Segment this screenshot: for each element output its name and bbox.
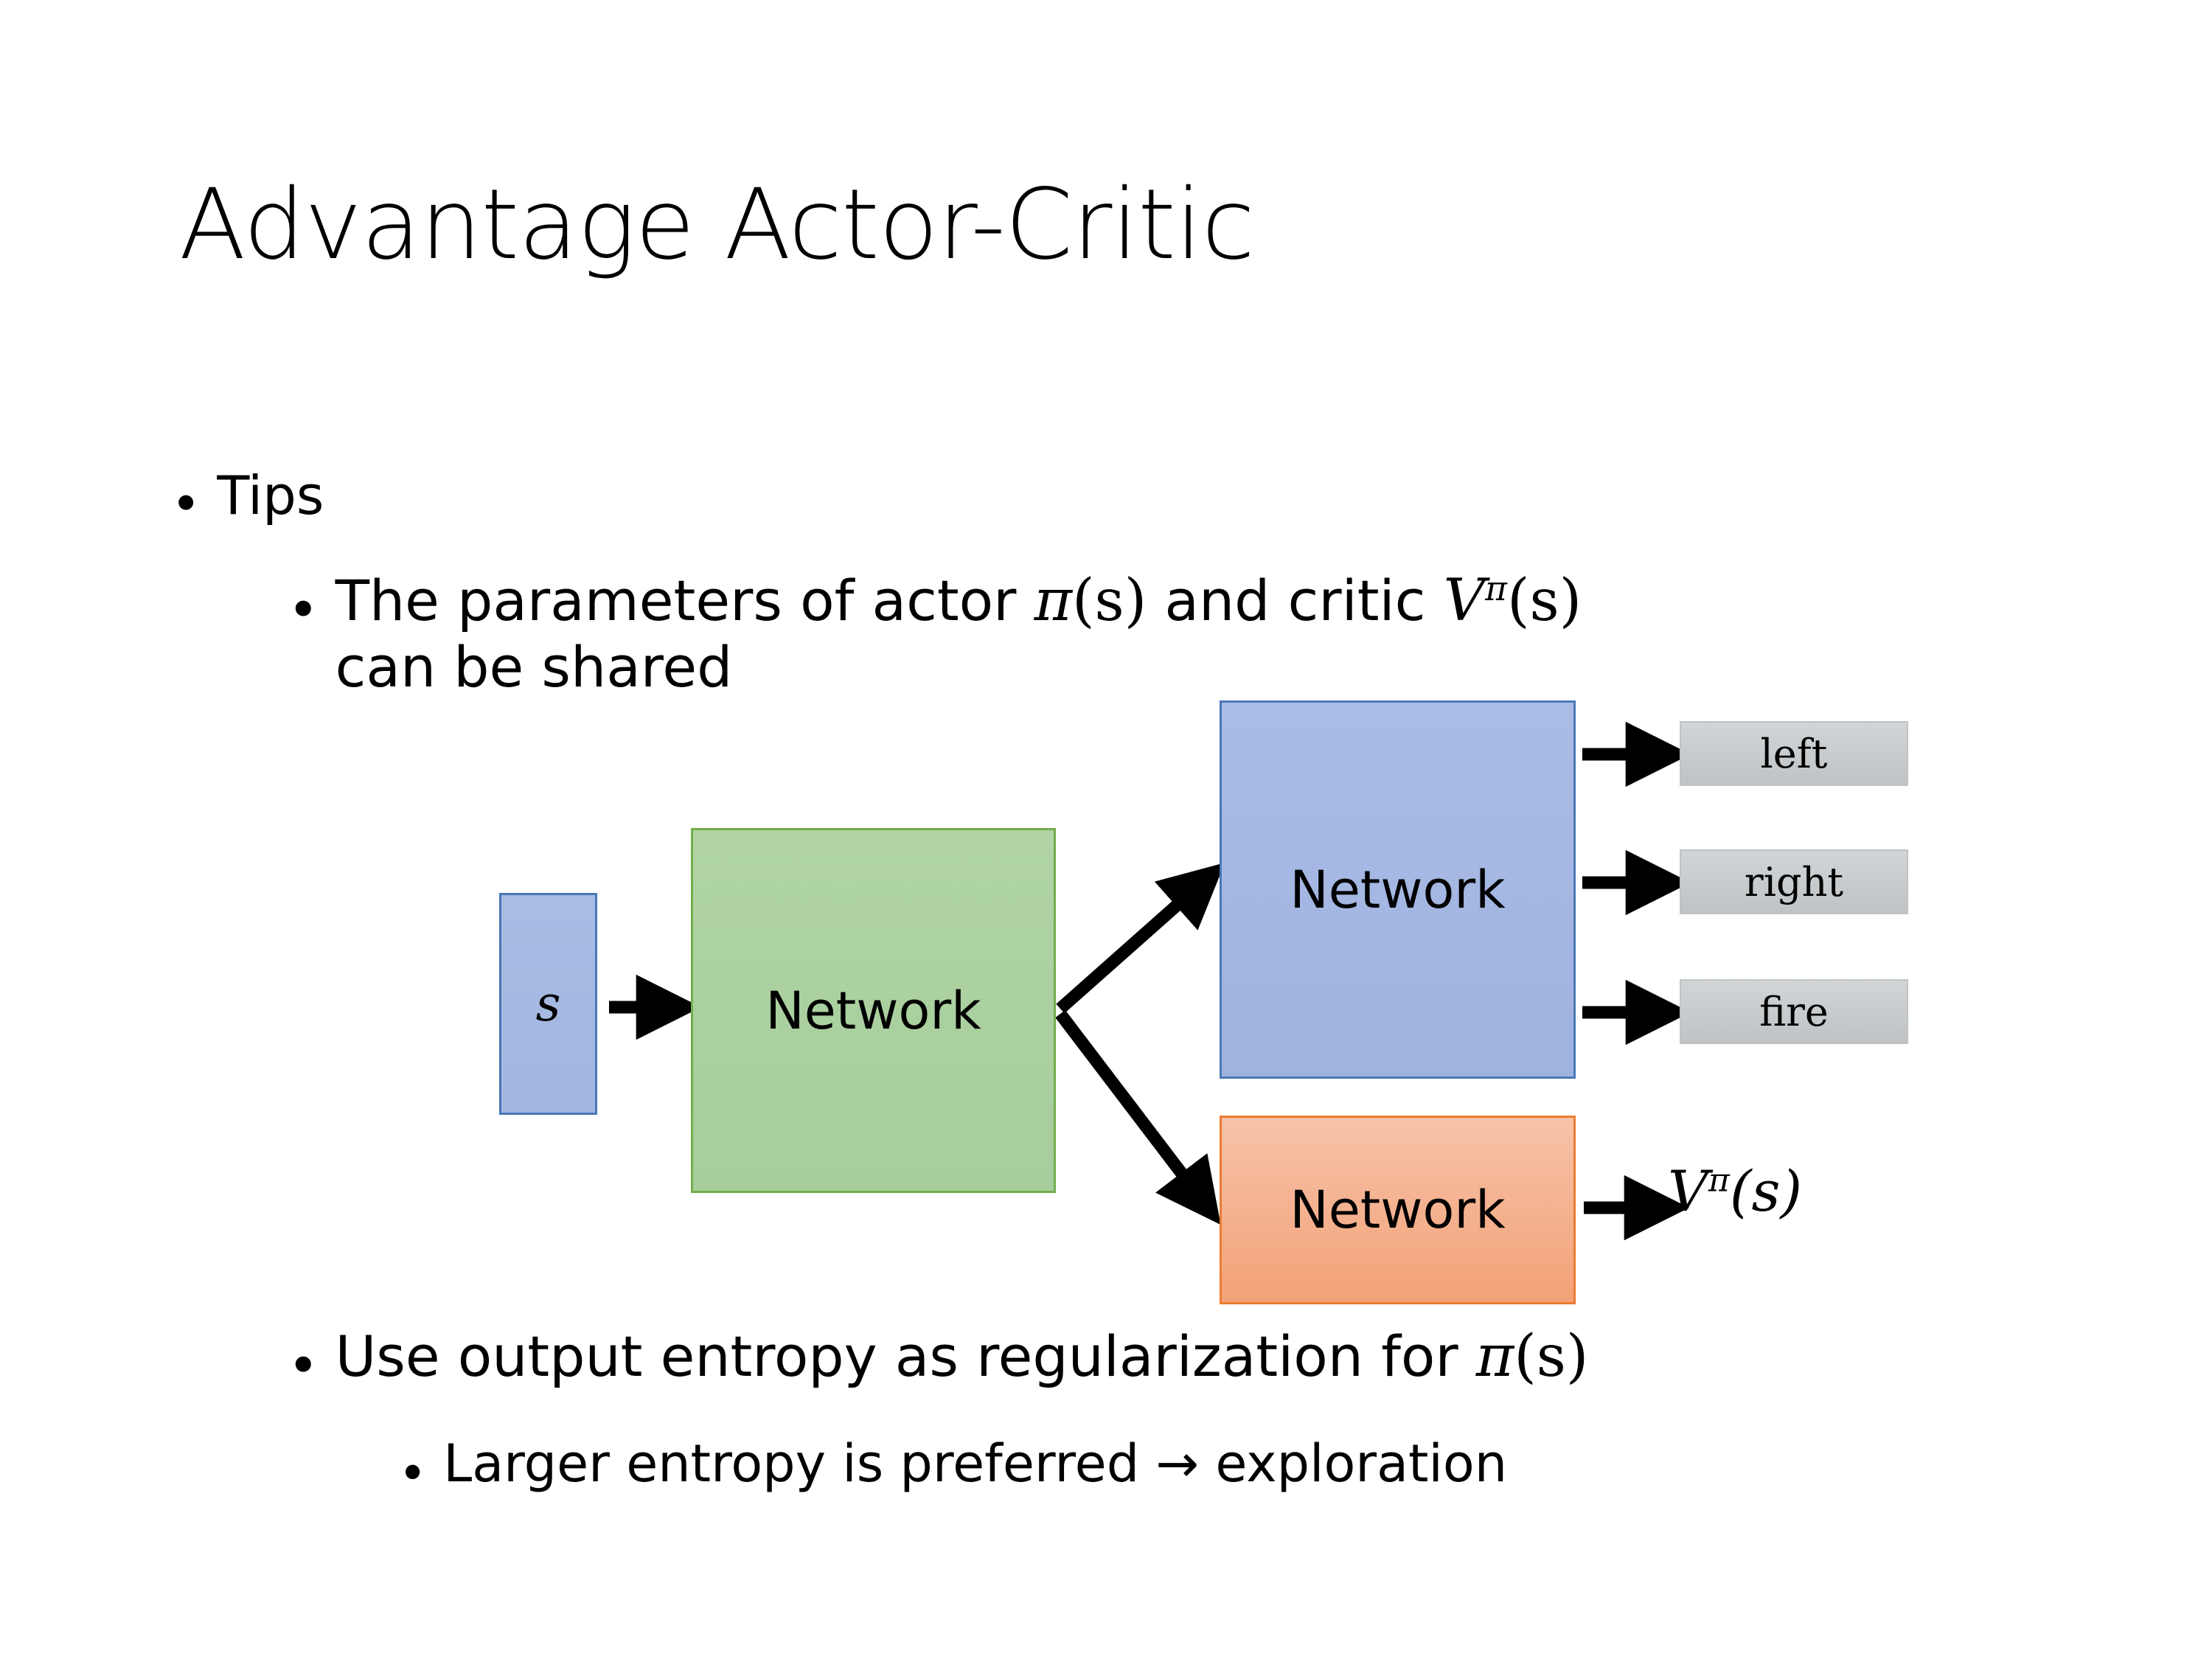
state-input-box: s	[499, 893, 597, 1115]
action-label-fire: fire	[1759, 988, 1829, 1035]
parameters-text-line2: can be shared	[335, 633, 733, 700]
critic-output-v: V	[1668, 1158, 1708, 1224]
pi-symbol: π	[1034, 567, 1073, 634]
critic-output-superscript-pi: π	[1708, 1161, 1730, 1200]
action-label-right: right	[1744, 858, 1844, 905]
pi-symbol: π	[1475, 1323, 1514, 1390]
policy-notation: π(s)	[1476, 1323, 1589, 1390]
bullet-tips: • Tips	[171, 465, 324, 534]
action-box-fire: fire	[1680, 979, 1908, 1044]
critic-network-label: Network	[1290, 1180, 1506, 1240]
action-box-left: left	[1680, 721, 1908, 786]
parameters-text-middle: and critic	[1147, 568, 1444, 633]
value-notation: Vπ(s)	[1444, 567, 1582, 634]
critic-network-box: Network	[1220, 1116, 1576, 1304]
bullet-marker-icon: •	[288, 1335, 319, 1397]
arrow-shared-to-critic	[1055, 1009, 1221, 1225]
pi-argument: (s)	[1072, 567, 1147, 634]
arrow-shared-to-actor	[1056, 863, 1225, 1014]
actor-network-box: Network	[1220, 700, 1576, 1079]
bullet-tips-label: Tips	[217, 465, 324, 526]
pi-argument: (s)	[1514, 1323, 1589, 1390]
critic-output-argument: (s)	[1729, 1158, 1803, 1224]
shared-network-box: Network	[691, 828, 1056, 1193]
bullet-entropy-text: Use output entropy as regularization for…	[335, 1323, 1589, 1391]
bullet-parameters-text: The parameters of actor π(s) and critic …	[335, 567, 1582, 700]
entropy-text-before: Use output entropy as regularization for	[335, 1324, 1476, 1389]
bullet-entropy-regularization: • Use output entropy as regularization f…	[288, 1323, 2057, 1397]
bullet-parameters-shared: • The parameters of actor π(s) and criti…	[288, 567, 2175, 700]
v-superscript-pi: π	[1485, 568, 1507, 608]
policy-notation: π(s)	[1034, 567, 1147, 634]
page-title: Advantage Actor-Critic	[179, 168, 1255, 282]
bullet-larger-entropy: • Larger entropy is preferred → explorat…	[398, 1433, 2094, 1498]
v-symbol: V	[1443, 567, 1486, 634]
v-argument: (s)	[1506, 567, 1582, 634]
state-label: s	[535, 975, 561, 1032]
actor-network-label: Network	[1290, 859, 1506, 920]
action-box-right: right	[1680, 849, 1908, 914]
shared-network-label: Network	[765, 980, 981, 1041]
bullet-marker-icon: •	[288, 579, 319, 641]
bullet-marker-icon: •	[398, 1444, 428, 1502]
parameters-text-before: The parameters of actor	[335, 568, 1034, 633]
bullet-marker-icon: •	[171, 475, 201, 534]
bullet-larger-entropy-label: Larger entropy is preferred → exploratio…	[443, 1433, 1508, 1494]
critic-output-value-notation: Vπ(s)	[1668, 1158, 1802, 1224]
action-label-left: left	[1760, 730, 1828, 777]
